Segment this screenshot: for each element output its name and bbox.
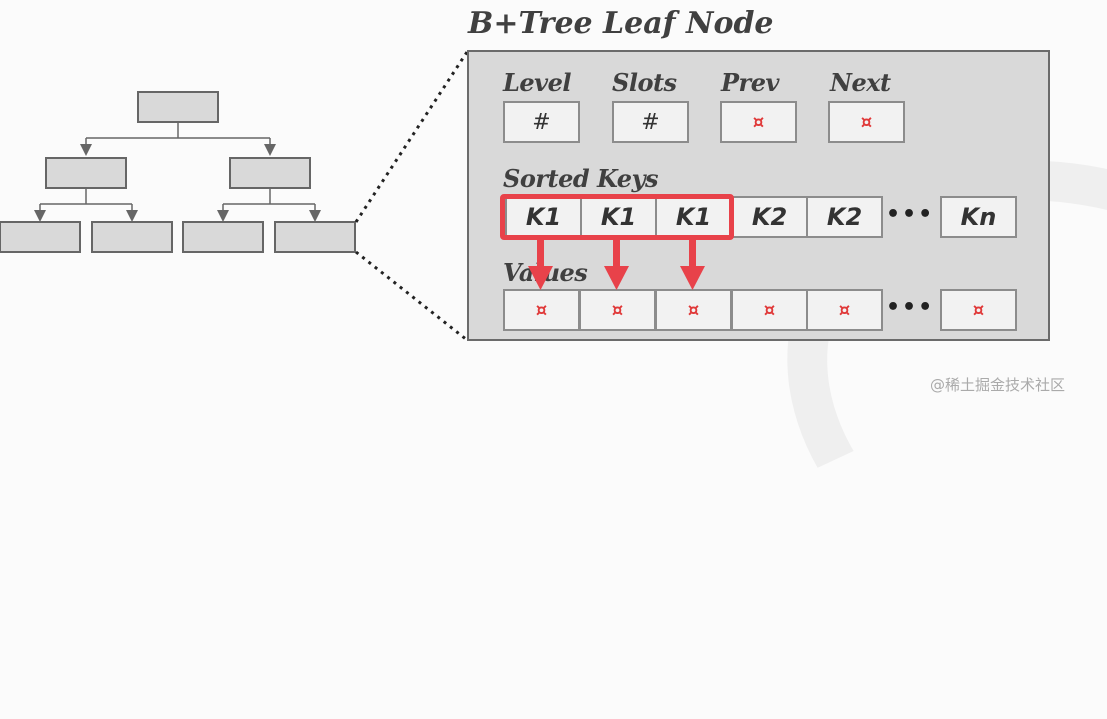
level-cell: # <box>503 101 580 143</box>
tree-leaf-node <box>0 221 81 253</box>
slots-cell: # <box>612 101 689 143</box>
level-label: Level <box>503 68 571 97</box>
watermark: @稀土掘金技术社区 <box>930 376 1066 394</box>
tree-inner-node-left <box>45 157 127 189</box>
prev-pointer-cell: ¤ <box>720 101 797 143</box>
key-cell: K2 <box>806 196 883 238</box>
next-label: Next <box>830 68 891 97</box>
slots-label: Slots <box>612 68 677 97</box>
tree-root-node <box>137 91 219 123</box>
value-pointer-cell: ¤ <box>806 289 883 331</box>
value-pointer-cell: ¤ <box>731 289 808 331</box>
prev-label: Prev <box>721 68 779 97</box>
keys-ellipsis: ••• <box>886 202 935 227</box>
key-cell-last: Kn <box>940 196 1017 238</box>
values-ellipsis: ••• <box>886 295 935 320</box>
key-cell: K2 <box>731 196 808 238</box>
key-cell: K1 <box>580 196 657 238</box>
value-pointer-cell: ¤ <box>579 289 656 331</box>
value-pointer-cell: ¤ <box>655 289 732 331</box>
tree-leaf-node-selected <box>274 221 356 253</box>
zoom-line-bottom <box>355 250 468 342</box>
value-pointer-cell: ¤ <box>503 289 580 331</box>
diagram-title: B+Tree Leaf Node <box>468 6 774 41</box>
zoom-line-top <box>354 51 469 223</box>
tree-leaf-node <box>91 221 173 253</box>
tree-leaf-node <box>182 221 264 253</box>
sorted-keys-label: Sorted Keys <box>503 164 659 193</box>
next-pointer-cell: ¤ <box>828 101 905 143</box>
duplicate-keys-highlight <box>500 194 734 240</box>
values-label: Values <box>503 258 588 287</box>
btree-diagram <box>0 51 469 342</box>
tree-inner-node-right <box>229 157 311 189</box>
value-pointer-cell-last: ¤ <box>940 289 1017 331</box>
